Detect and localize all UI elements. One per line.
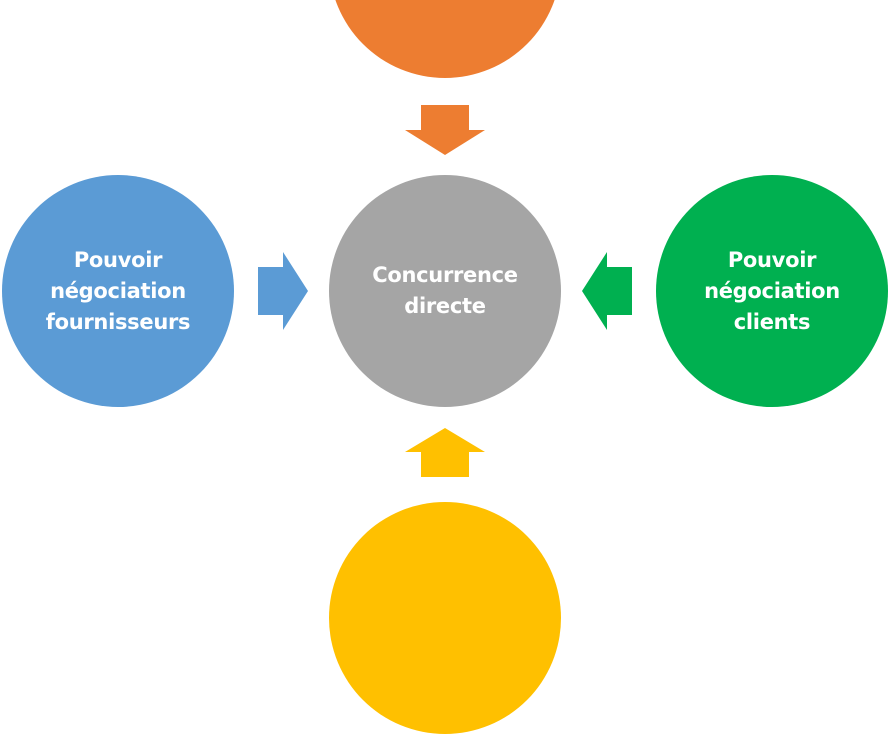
direct-competition-circle: Concurrence directe: [329, 175, 561, 407]
arrow-left-icon: [582, 252, 632, 330]
suppliers-bargaining-power-circle: Pouvoir négociation fournisseurs: [2, 175, 234, 407]
direct-competition-label: Concurrence directe: [372, 263, 518, 318]
arrow-right-icon: [258, 252, 308, 330]
suppliers-bargaining-power-label: Pouvoir négociation fournisseurs: [45, 247, 191, 334]
bottom-circle: [329, 502, 561, 734]
arrow-down-icon: [405, 105, 485, 155]
top-circle: [329, 0, 561, 78]
clients-bargaining-power-circle: Pouvoir négociation clients: [656, 175, 888, 407]
arrow-up-icon: [405, 428, 485, 477]
clients-bargaining-power-label: Pouvoir négociation clients: [704, 247, 840, 334]
